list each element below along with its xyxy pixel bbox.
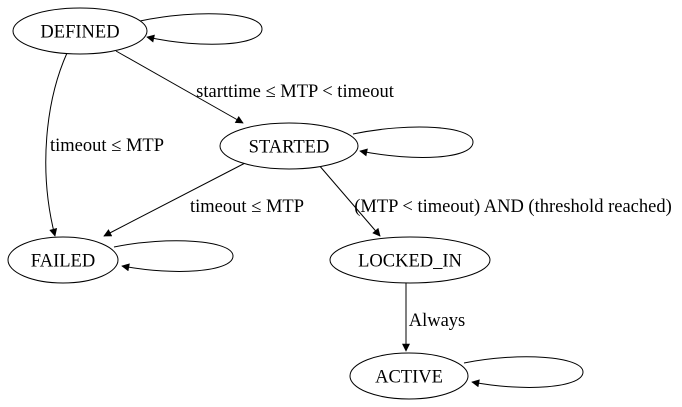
node-started: STARTED — [219, 122, 359, 170]
node-started-label: STARTED — [249, 138, 330, 158]
node-failed-shape — [7, 236, 119, 284]
node-failed: FAILED — [7, 236, 119, 284]
node-active-shape — [349, 352, 469, 400]
node-defined: DEFINED — [12, 7, 148, 55]
node-failed-label: FAILED — [31, 252, 95, 272]
node-locked-in-shape — [329, 236, 491, 284]
node-active-label: ACTIVE — [375, 368, 443, 388]
edge-label-started-failed: timeout ≤ MTP — [190, 197, 304, 217]
edge-defined-to-started — [115, 50, 244, 124]
edge-label-started-locked-in: (MTP < timeout) AND (threshold reached) — [354, 197, 672, 217]
edge-label-defined-started: starttime ≤ MTP < timeout — [196, 82, 395, 102]
node-started-shape — [219, 122, 359, 170]
node-active: ACTIVE — [349, 352, 469, 400]
node-locked-in-label: LOCKED_IN — [358, 252, 462, 272]
self-loop-defined — [139, 13, 263, 45]
self-loop-active — [463, 356, 584, 388]
node-defined-label: DEFINED — [40, 23, 119, 43]
edge-started-to-locked-in — [317, 163, 381, 237]
node-defined-shape — [12, 7, 148, 55]
self-loop-failed — [113, 240, 234, 272]
self-loop-started — [352, 126, 474, 158]
edge-label-defined-failed: timeout ≤ MTP — [50, 136, 164, 156]
edge-label-locked-in-active: Always — [409, 311, 466, 331]
edge-defined-to-failed — [45, 52, 68, 237]
node-locked-in: LOCKED_IN — [329, 236, 491, 284]
edge-started-to-failed — [103, 160, 250, 237]
